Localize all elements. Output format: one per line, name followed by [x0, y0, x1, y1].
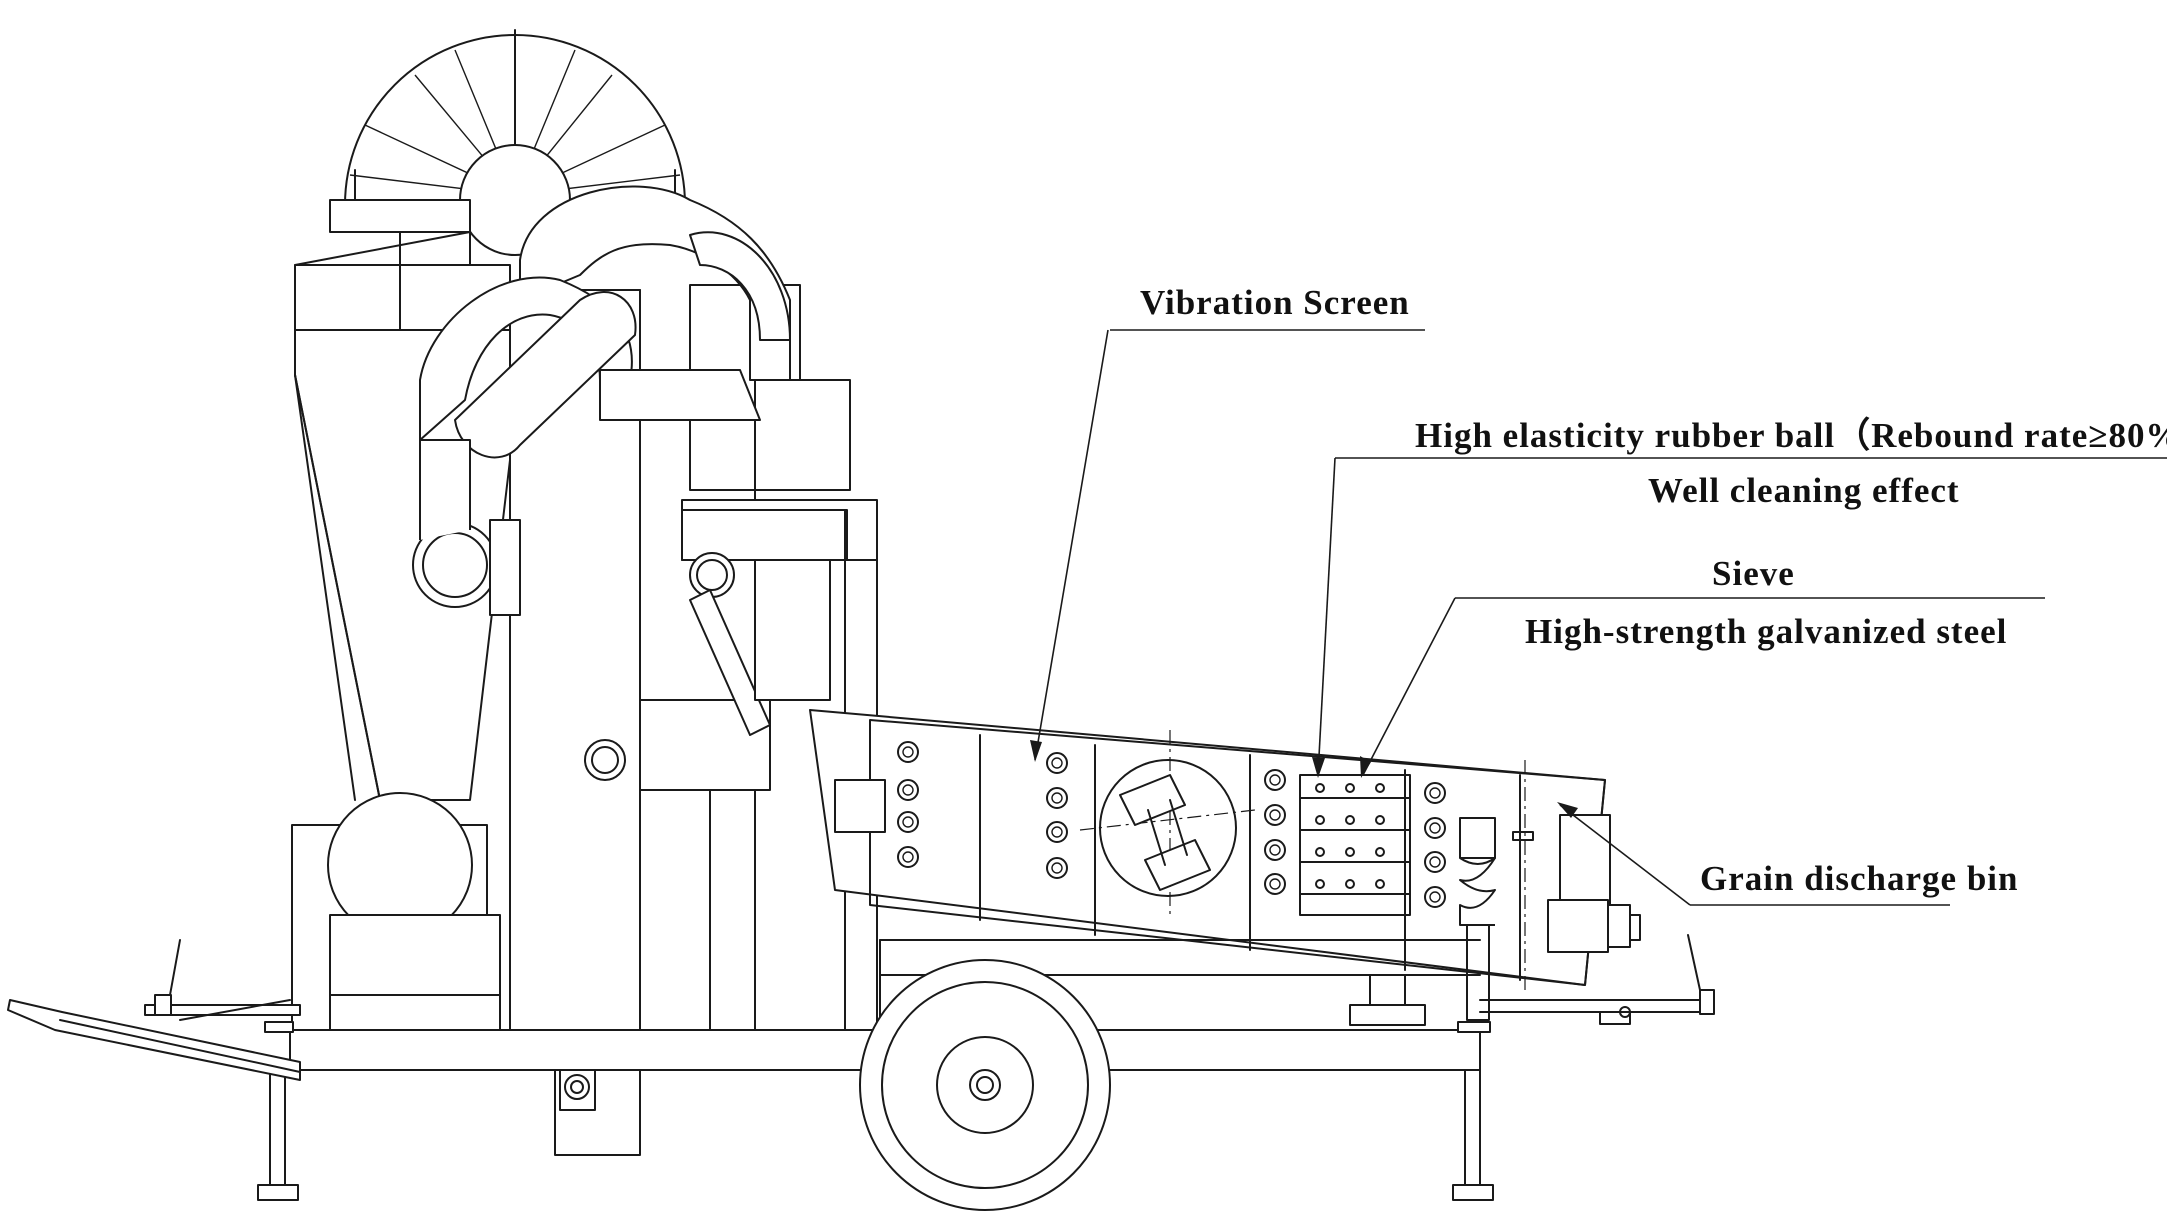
eccentric-disk	[1079, 730, 1256, 915]
tow-bar	[7, 939, 301, 1081]
spring-support	[1459, 817, 1496, 1021]
rubber-ball-label: High elasticity rubber ball（Rebound rate…	[1415, 416, 2167, 455]
sieve-label: Sieve	[1712, 554, 1795, 593]
bolt-column-third	[1264, 769, 1286, 895]
grain-discharge-bin-label: Grain discharge bin	[1700, 859, 2018, 898]
wheel	[859, 959, 1111, 1211]
bolt-column-fourth	[1424, 782, 1446, 908]
drive-motor	[291, 792, 501, 1036]
hopper-frame	[681, 499, 878, 1061]
vibration-screen-label: Vibration Screen	[1140, 283, 1410, 322]
vibration-screen-box	[809, 709, 1606, 990]
galvanized-steel-label: High-strength galvanized steel	[1525, 612, 2007, 651]
air-ducts	[412, 185, 791, 616]
cleaning-effect-label: Well cleaning effect	[1648, 471, 1960, 510]
bolt-column-left	[897, 741, 919, 868]
sieve-mesh	[1299, 774, 1411, 916]
fan-housing	[329, 29, 686, 256]
callout-leaders	[1030, 329, 2167, 906]
discharge-bin	[1547, 814, 1641, 953]
bolt-column-second	[1046, 752, 1068, 879]
